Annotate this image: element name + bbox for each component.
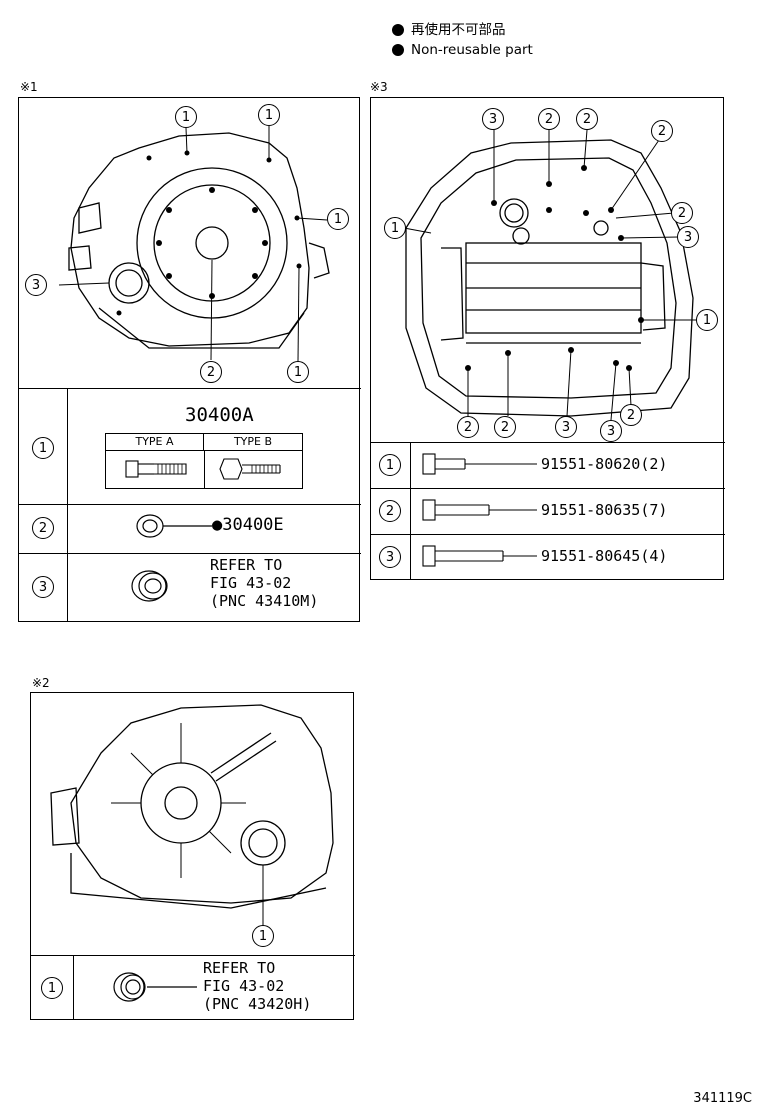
divider [204, 451, 205, 488]
callout-2: 2 [651, 120, 673, 142]
transaxle-front-illustration [58, 126, 330, 362]
divider [371, 488, 725, 489]
bolt-row-1-ref: 1 [379, 454, 401, 476]
callout-3: 3 [600, 420, 622, 442]
bolt-row-1-part-number: 91551-80620(2) [541, 455, 668, 473]
non-reusable-dot-icon [392, 44, 404, 56]
bolt-short-icon [422, 453, 537, 475]
row-1-part-number: 30400A [185, 404, 254, 426]
bolt-row-2-ref: 2 [379, 500, 401, 522]
callout-2: 2 [620, 404, 642, 426]
divider [31, 955, 355, 956]
legend-english-text: Non-reusable part [411, 42, 533, 58]
callout-1: 1 [252, 925, 274, 947]
row-2-part-number: ●30400E [212, 515, 284, 535]
panel-1: 1 1 1 3 2 1 1 30400A TYPE A TYPE B [18, 97, 361, 622]
divider [410, 442, 411, 580]
callout-2: 2 [671, 202, 693, 224]
callout-2: 2 [494, 416, 516, 438]
bolt-medium-icon [422, 499, 537, 521]
refer-line-1: REFER TO [210, 556, 283, 574]
bolt-type-icons [125, 458, 281, 480]
callout-1: 1 [258, 104, 280, 126]
note-2-label: ※2 [32, 676, 50, 690]
callout-3: 3 [482, 108, 504, 130]
type-b-header: TYPE B [204, 434, 302, 451]
oil-seal-icon [136, 514, 212, 538]
callout-1: 1 [287, 361, 309, 383]
callout-1: 1 [327, 208, 349, 230]
divider [371, 442, 725, 443]
bearing-seal-icon [131, 570, 168, 602]
refer-line-1: REFER TO [203, 959, 276, 977]
type-a-header: TYPE A [106, 434, 204, 451]
legend-row-japanese: 再使用不可部品 [392, 20, 533, 40]
callout-2: 2 [576, 108, 598, 130]
row-1-ref: 1 [32, 437, 54, 459]
callout-2: 2 [457, 416, 479, 438]
row-2-ref: 2 [32, 517, 54, 539]
valve-body-illustration [403, 129, 697, 421]
divider [19, 388, 361, 389]
refer-line-2: FIG 43-02 [210, 574, 292, 592]
row-3-ref: 3 [32, 576, 54, 598]
row-1-ref: 1 [41, 977, 63, 999]
note-3-label: ※3 [370, 80, 388, 94]
callout-1: 1 [696, 309, 718, 331]
figure-code: 341119C [693, 1091, 752, 1106]
divider [73, 955, 74, 1019]
type-table: TYPE A TYPE B [105, 433, 303, 489]
transaxle-rear-illustration [50, 704, 334, 933]
bolt-row-2-part-number: 91551-80635(7) [541, 501, 668, 519]
non-reusable-dot-icon [392, 24, 404, 36]
divider [371, 534, 725, 535]
callout-3: 3 [555, 416, 577, 438]
note-1-label: ※1 [20, 80, 38, 94]
callout-1: 1 [175, 106, 197, 128]
bolt-row-3-part-number: 91551-80645(4) [541, 547, 668, 565]
bolt-long-icon [422, 545, 537, 567]
panel-3: 3 2 2 2 2 3 1 1 2 2 3 3 2 1 91551-80620(… [370, 97, 725, 580]
divider [19, 504, 361, 505]
callout-2: 2 [538, 108, 560, 130]
callout-1: 1 [384, 217, 406, 239]
legend-japanese-text: 再使用不可部品 [411, 22, 506, 38]
divider [19, 553, 361, 554]
bearing-seal-icon [113, 972, 197, 1002]
bolt-row-3-ref: 3 [379, 546, 401, 568]
legend: 再使用不可部品 Non-reusable part [392, 20, 533, 60]
legend-row-english: Non-reusable part [392, 40, 533, 60]
callout-3: 3 [25, 274, 47, 296]
callout-3: 3 [677, 226, 699, 248]
refer-line-3: (PNC 43420H) [203, 995, 312, 1013]
callout-2: 2 [200, 361, 222, 383]
refer-line-2: FIG 43-02 [203, 977, 285, 995]
refer-line-3: (PNC 43410M) [210, 592, 319, 610]
